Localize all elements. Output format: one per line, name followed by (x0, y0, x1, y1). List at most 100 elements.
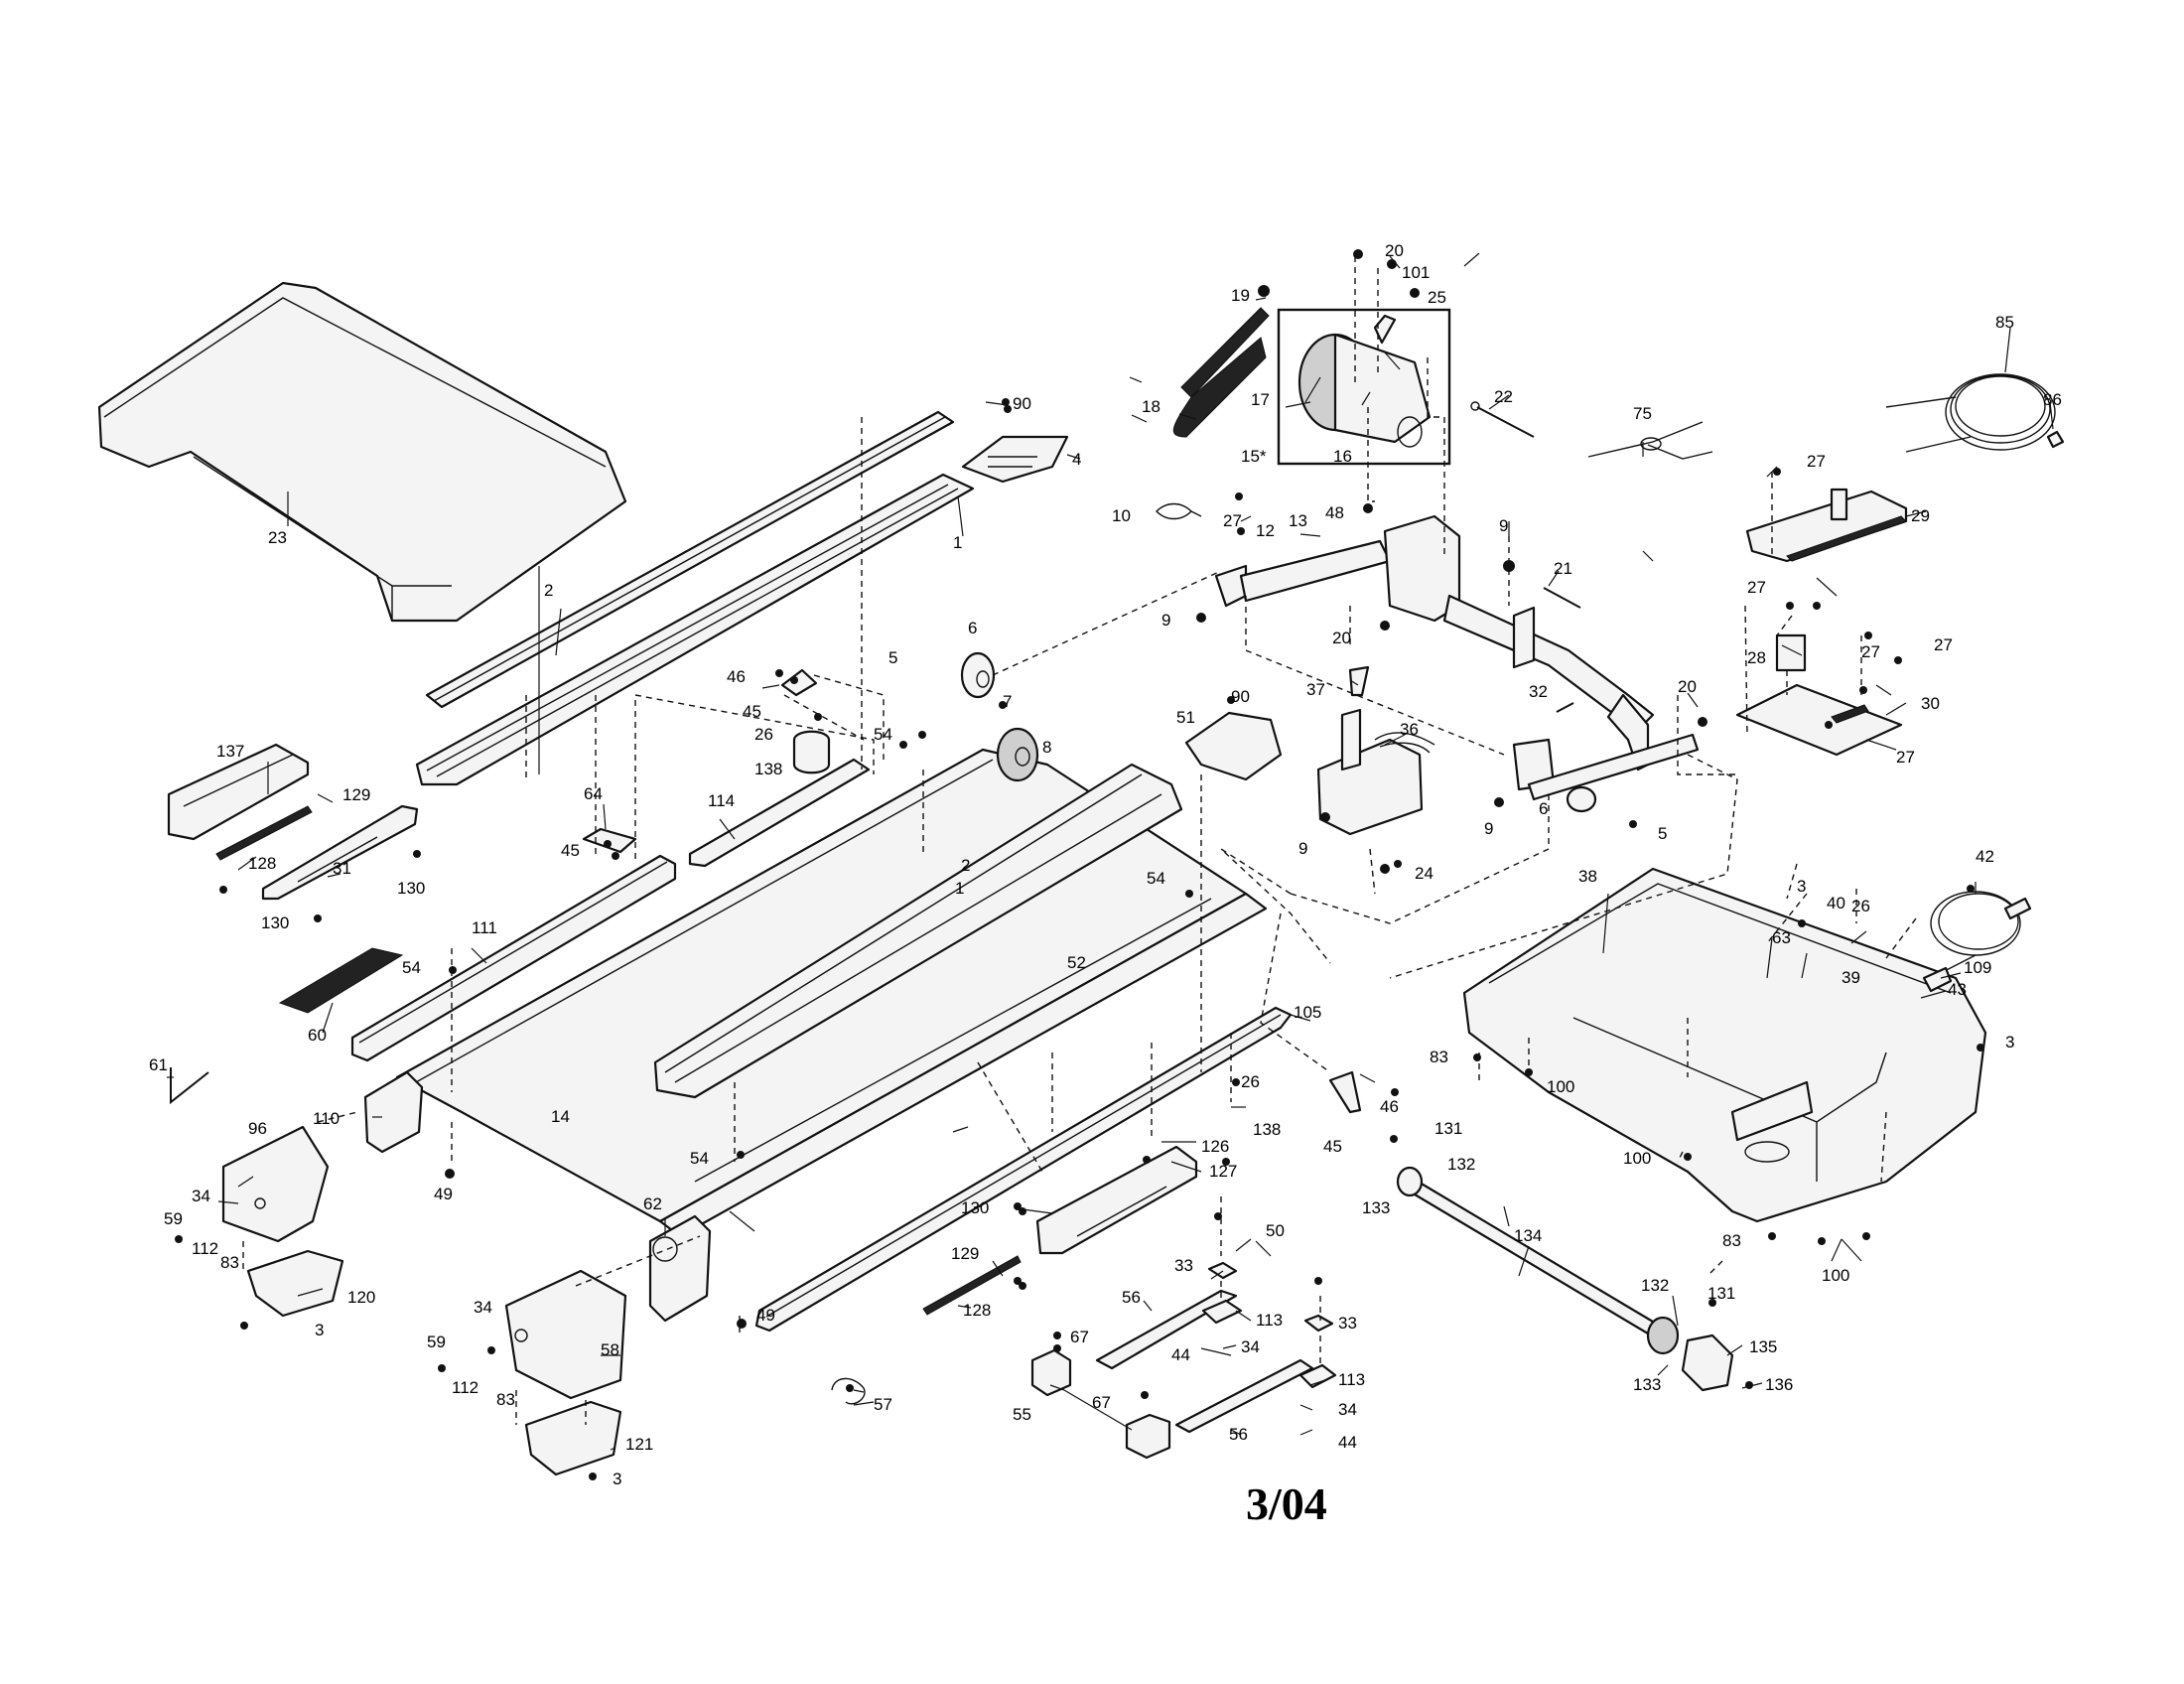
part-label: 1 (953, 533, 962, 552)
part-label: 25 (1428, 288, 1446, 307)
part-label: 109 (1964, 958, 1991, 977)
part-label: 1 (955, 879, 964, 898)
part-label: 34 (1241, 1337, 1260, 1356)
rail-cap-part-137 (167, 743, 310, 841)
hex-key-part-61 (170, 1067, 209, 1105)
rear-endcap-part-96 (221, 1125, 330, 1243)
part-label: 3 (2005, 1033, 2014, 1052)
part-number-labels: 20 101 25 19 90 4 18 17 15* 16 22 75 85 … (149, 241, 2062, 1529)
stabilizer-part-56-upper (1095, 1289, 1238, 1370)
part-label: 44 (1338, 1433, 1357, 1452)
part-label: 27 (1223, 511, 1242, 530)
part-label: 67 (1070, 1328, 1089, 1346)
part-label: 31 (333, 859, 351, 878)
bracket-part-113-lower (1298, 1363, 1337, 1389)
part-label: 83 (1430, 1048, 1448, 1066)
bracket-part-46-lower (1328, 1070, 1362, 1114)
latch-part-37 (1348, 665, 1370, 697)
part-label: 27 (1807, 452, 1826, 471)
part-label: 28 (1747, 648, 1766, 667)
side-rail-part-1-upper (415, 473, 975, 786)
part-label: 61 (149, 1055, 168, 1074)
part-label: 54 (1147, 869, 1165, 888)
rail-part-114 (688, 758, 871, 868)
spring-part-129-lower (922, 1255, 1022, 1316)
part-label: 42 (1976, 847, 1994, 866)
part-label: 16 (1333, 447, 1352, 466)
part-label: 20 (1678, 677, 1697, 696)
part-label: 54 (402, 958, 421, 977)
part-label: 64 (584, 784, 603, 803)
part-label: 5 (1658, 824, 1667, 843)
bracket-part-113-upper (1201, 1299, 1243, 1325)
foot-rail-part-105 (754, 1006, 1293, 1333)
foot-cover-part-121 (524, 1400, 622, 1476)
part-label: 37 (1306, 680, 1325, 699)
stabilizer-part-56-lower (1174, 1358, 1314, 1434)
part-label: 113 (1256, 1311, 1283, 1330)
plate-part-33-lower (1303, 1314, 1334, 1333)
part-label: 127 (1209, 1162, 1237, 1181)
part-label: 50 (1266, 1221, 1285, 1240)
part-label: 18 (1142, 397, 1160, 416)
part-label: 20 (1385, 241, 1404, 260)
part-label: 57 (874, 1395, 892, 1414)
part-label: 86 (2043, 390, 2062, 409)
part-label: 131 (1434, 1119, 1462, 1138)
rear-endcap-part-58 (504, 1269, 627, 1400)
leveling-pad-part-55-right (1125, 1413, 1171, 1460)
part-label: 49 (756, 1306, 775, 1325)
part-label: 58 (601, 1340, 619, 1359)
part-label: 83 (496, 1390, 515, 1409)
foot-rail-part-111 (350, 854, 677, 1062)
part-label: 26 (754, 725, 773, 744)
part-label: 129 (342, 785, 370, 804)
part-label: 121 (625, 1435, 653, 1454)
part-label: 48 (1325, 503, 1344, 522)
part-label: 63 (1772, 928, 1791, 947)
part-label: 100 (1547, 1077, 1574, 1096)
part-label: 34 (1338, 1400, 1357, 1419)
part-label: 113 (1338, 1370, 1365, 1389)
end-cap-part-62 (648, 1214, 712, 1323)
part-label: 133 (1633, 1375, 1661, 1394)
part-label: 2 (961, 856, 970, 875)
part-label: 2 (544, 581, 553, 600)
part-label: 19 (1231, 286, 1250, 305)
part-label: 129 (951, 1244, 979, 1263)
part-label: 43 (1948, 980, 1967, 999)
part-label: 46 (1380, 1097, 1399, 1116)
spring-part-129-left (215, 805, 313, 861)
transformer-part-28 (1775, 633, 1807, 672)
part-label: 52 (1067, 953, 1086, 972)
part-label: 32 (1529, 682, 1548, 701)
bolt-part-32 (1556, 702, 1574, 713)
part-label: 27 (1934, 635, 1953, 654)
part-label: 9 (1161, 611, 1170, 630)
part-label: 39 (1842, 968, 1860, 987)
part-label: 83 (220, 1253, 239, 1272)
part-label: 13 (1289, 511, 1307, 530)
part-label: 100 (1623, 1149, 1651, 1168)
rear-foot-part-127 (1035, 1145, 1198, 1255)
part-label: 75 (1633, 404, 1652, 423)
part-label: 49 (434, 1185, 453, 1203)
side-rail-part-2-lower (653, 763, 1183, 1099)
part-label: 9 (1298, 839, 1307, 858)
part-label: 54 (874, 725, 892, 744)
part-label: 90 (1231, 687, 1250, 706)
part-label: 45 (743, 702, 761, 721)
bolt-part-21 (1543, 587, 1581, 609)
revision-date: 3/04 (1246, 1478, 1327, 1529)
part-label: 111 (472, 918, 497, 937)
part-label: 27 (1861, 642, 1880, 661)
part-label: 29 (1911, 506, 1930, 525)
part-label: 5 (888, 648, 897, 667)
part-label: 132 (1641, 1276, 1669, 1295)
part-label: 6 (1539, 799, 1548, 818)
part-label: 27 (1747, 578, 1766, 597)
part-label: 26 (1851, 897, 1870, 915)
leveling-pad-part-55-left (1030, 1348, 1072, 1397)
part-label: 33 (1338, 1314, 1357, 1333)
